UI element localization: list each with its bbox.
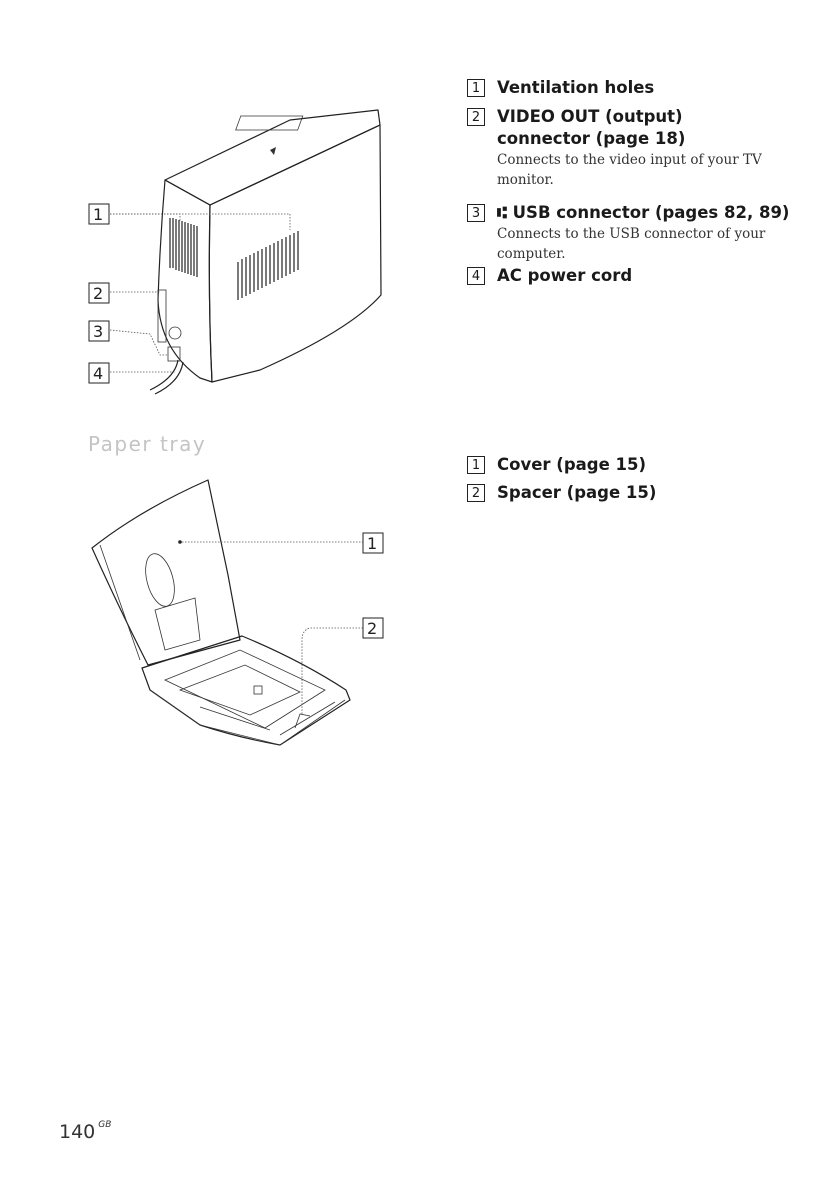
tray-item-1: 1 Cover (page 15) [467,454,807,476]
item-number: 4 [467,267,485,285]
item-number: 3 [467,204,485,222]
printer-item-2: 2 VIDEO OUT (output) connector (page 18)… [467,106,807,190]
item-number: 2 [467,108,485,126]
printer-item-4: 4 AC power cord [467,265,807,287]
tray-callout-2: 2 [362,617,384,639]
paper-tray-illustration: 1 2 [91,479,384,746]
item-title: Cover (page 15) [497,455,647,474]
item-title: VIDEO OUT (output) connector (page 18) [497,107,686,148]
item-number: 1 [467,456,485,474]
item-title: Ventilation holes [497,78,655,97]
svg-text:4: 4 [93,364,103,383]
item-title: USB connector (pages 82, 89) [512,203,790,222]
tray-callout-1: 1 [362,532,384,554]
svg-text:2: 2 [93,284,103,303]
item-description: Connects to the video input of your TV m… [497,152,762,188]
item-title: Spacer (page 15) [497,483,657,502]
item-number: 1 [467,79,485,97]
tray-item-2: 2 Spacer (page 15) [467,482,807,504]
svg-text:1: 1 [93,205,103,224]
item-title: AC power cord [497,266,633,285]
usb-icon: ⑆ [497,203,507,222]
printer-callout-4: 4 [88,362,110,384]
page-suffix: GB [98,1120,112,1130]
svg-text:2: 2 [367,619,377,638]
svg-text:1: 1 [367,534,377,553]
printer-item-3: 3 ⑆ USB connector (pages 82, 89) Connect… [467,202,807,264]
svg-text:3: 3 [93,322,103,341]
item-description: Connects to the USB connector of your co… [497,226,766,262]
printer-callout-3: 3 [88,320,110,342]
item-number: 2 [467,484,485,502]
section-title: Paper tray [88,432,207,456]
printer-callout-2: 2 [88,282,110,304]
printer-item-1: 1 Ventilation holes [467,77,807,99]
printer-callout-1: 1 [88,203,110,225]
